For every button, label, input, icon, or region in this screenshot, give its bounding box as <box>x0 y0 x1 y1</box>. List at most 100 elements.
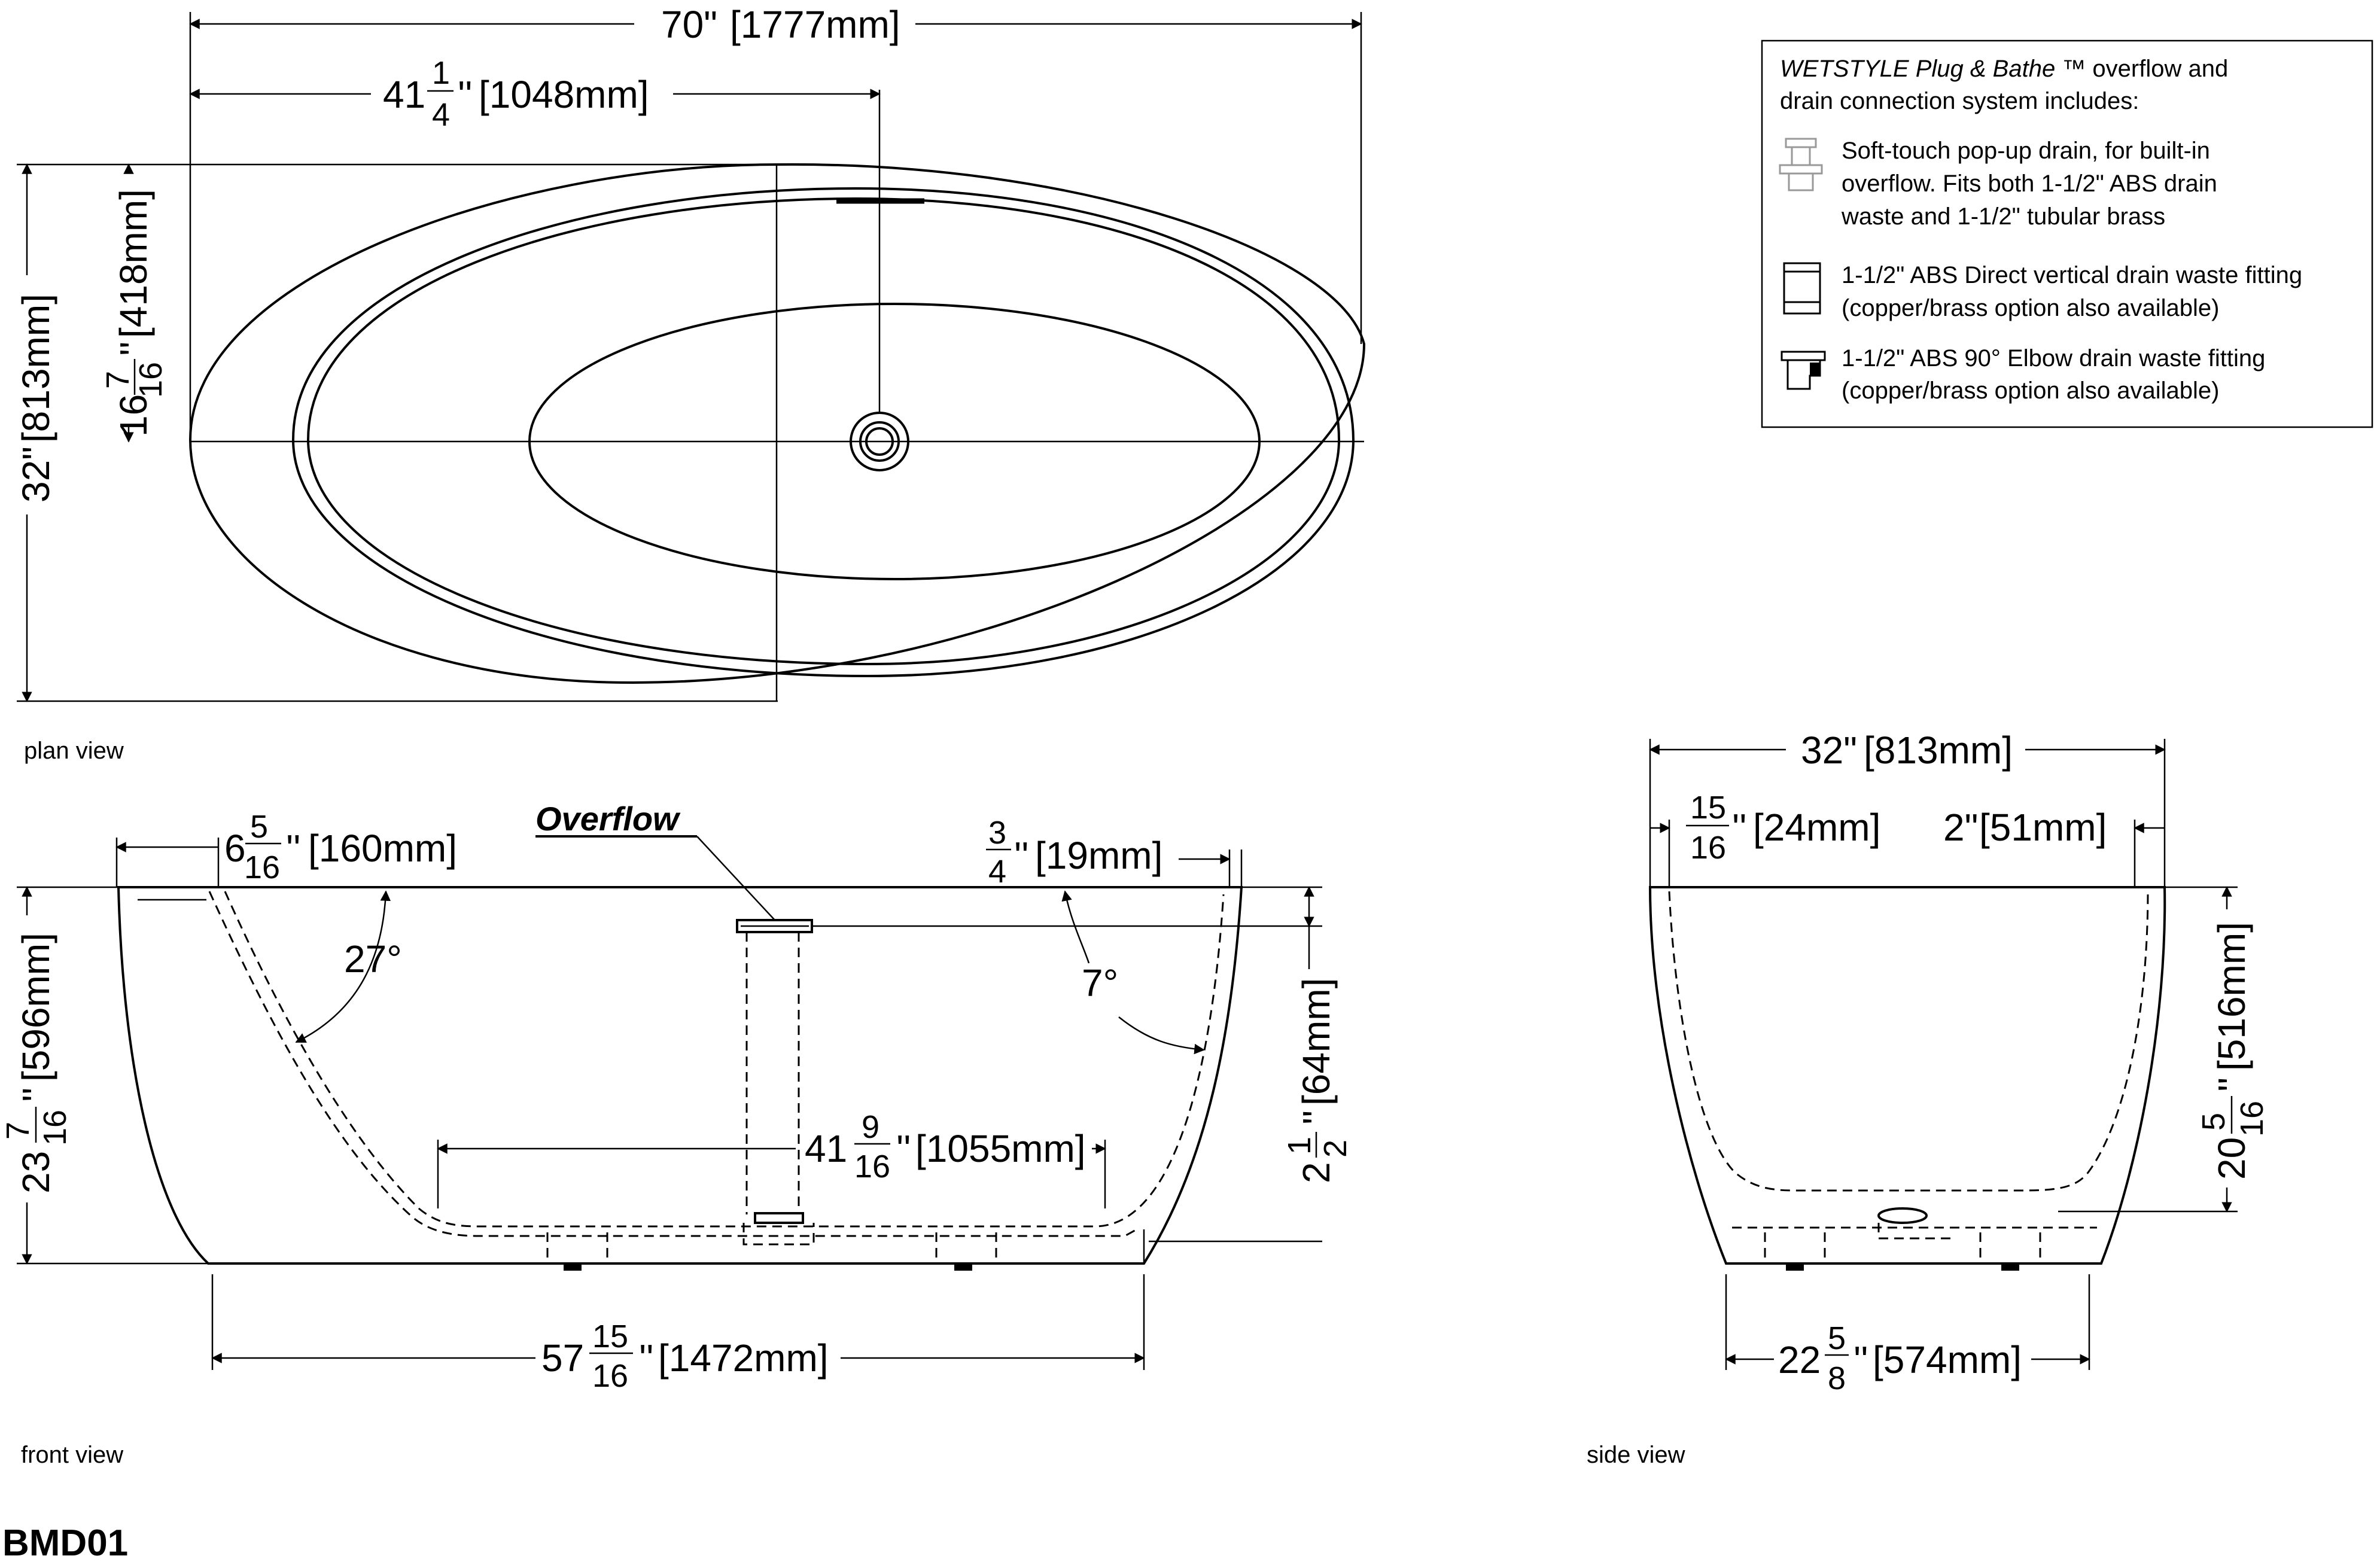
plan-width-mm: [813mm] <box>14 294 57 443</box>
side-foot-right <box>1979 1232 2041 1263</box>
side-wall2-mm: [51mm] <box>1979 806 2107 849</box>
legend-item-1-line-3: waste and 1-1/2" tubular brass <box>1841 203 2165 230</box>
plan-drainx-whole: 41 <box>383 73 425 116</box>
front-backrest-mm: [160mm] <box>308 827 457 870</box>
front-angle-front-arc-a <box>1061 890 1090 964</box>
side-base-mm: [574mm] <box>1873 1338 2022 1381</box>
side-foot-right-pad <box>2001 1263 2019 1271</box>
front-height-inch-mark: '' <box>14 1088 57 1102</box>
front-rim-den: 4 <box>988 854 1006 890</box>
plan-drainy-inch-mark: '' <box>112 342 155 356</box>
front-backrest-num: 5 <box>250 809 268 845</box>
front-angle-front: 7° <box>1082 961 1118 1004</box>
front-backrest-whole: 6 <box>224 827 246 870</box>
legend-intro-italic: WETSTYLE Plug & Bathe <box>1780 56 2055 82</box>
front-base <box>208 1229 1145 1265</box>
plan-outer-rim <box>188 163 1366 684</box>
plan-view: 70" [1777mm] 41 1 4 '' [1048mm] 32" [813… <box>14 3 1366 764</box>
legend-item-3-line-2: (copper/brass option also available) <box>1842 377 2219 404</box>
front-overflow-pipe <box>745 932 800 1214</box>
plan-length-in: 70" <box>661 3 717 46</box>
side-depth-mm: [516mm] <box>2210 922 2253 1071</box>
front-overflow-drop-whole: 2 <box>1295 1162 1338 1183</box>
side-depth-inch-mark: '' <box>2210 1077 2253 1092</box>
side-outer-shell <box>1648 886 2166 1265</box>
side-width-mm: [813mm] <box>1864 729 2013 772</box>
side-drain-body <box>1877 1223 1950 1240</box>
front-height-num: 7 <box>0 1122 36 1140</box>
plan-view-label: plan view <box>24 738 124 764</box>
front-base-whole: 57 <box>541 1336 584 1380</box>
front-backrest-inch-mark: '' <box>286 827 300 870</box>
side-depth-den: 16 <box>2234 1101 2270 1137</box>
front-angle-back: 27° <box>344 937 402 981</box>
legend-intro: WETSTYLE Plug & Bathe ™ overflow and <box>1780 56 2228 82</box>
plan-inner-rim-outer <box>291 187 1355 678</box>
drawing-id: BMD01 <box>2 1523 128 1564</box>
side-wall-inch-mark: '' <box>1732 806 1746 849</box>
front-height-den: 16 <box>37 1110 73 1146</box>
side-width-in: 32" <box>1801 729 1857 772</box>
popup-drain-icon <box>1779 138 1823 191</box>
side-inner-surface <box>1668 891 2149 1192</box>
front-height-mm: [596mm] <box>14 933 57 1082</box>
front-view-label: front view <box>21 1442 123 1468</box>
front-overflow-drop-den: 2 <box>1317 1140 1353 1158</box>
legend-item-2-line-1: 1-1/2" ABS Direct vertical drain waste f… <box>1842 262 2302 288</box>
plan-drainx-num: 1 <box>432 55 450 91</box>
plan-width-in: 32" <box>14 446 57 503</box>
side-wall-den: 16 <box>1690 830 1726 866</box>
plan-drainx-inch-mark: '' <box>458 73 472 116</box>
legend-frame <box>1761 39 2373 428</box>
side-wall-mm: [24mm] <box>1753 806 1880 849</box>
front-foot-left-pad <box>564 1263 582 1271</box>
plan-drainy-mm: [418mm] <box>112 189 155 338</box>
plan-drainy-num: 7 <box>100 371 136 389</box>
front-rim-inch-mark: '' <box>1014 834 1028 877</box>
plan-drainx-den: 4 <box>432 97 450 133</box>
front-foot-right <box>935 1232 997 1263</box>
front-drain-top <box>754 1212 804 1224</box>
front-base-inch-mark: '' <box>639 1336 653 1380</box>
front-height-whole: 23 <box>14 1151 57 1193</box>
front-base-num: 15 <box>592 1319 628 1354</box>
side-drain-icon <box>1877 1207 1928 1224</box>
side-foot-left <box>1764 1232 1826 1263</box>
legend-item-1-line-2: overflow. Fits both 1-1/2" ABS drain <box>1842 170 2217 197</box>
side-depth-whole: 20 <box>2210 1137 2253 1180</box>
front-foot-right-pad <box>954 1263 972 1271</box>
overflow-label: Overflow <box>535 800 681 838</box>
plan-drainy-den: 16 <box>133 362 169 398</box>
front-rim-num: 3 <box>988 815 1006 851</box>
legend-intro-rest: ™ overflow and <box>2055 56 2228 82</box>
front-base-mm: [1472mm] <box>658 1336 829 1380</box>
plan-length-mm: [1777mm] <box>730 3 900 46</box>
legend-item-2-line-2: (copper/brass option also available) <box>1842 295 2219 321</box>
front-rim-mm: [19mm] <box>1035 834 1162 877</box>
overflow-leader <box>696 836 775 921</box>
side-wall-num: 15 <box>1690 790 1726 826</box>
side-view-label: side view <box>1587 1442 1685 1468</box>
front-base-den: 16 <box>592 1358 628 1394</box>
front-angle-front-arc-b <box>1118 1016 1205 1055</box>
front-outer-shell <box>117 886 1243 1265</box>
legend-intro-line2: drain connection system includes: <box>1780 88 2139 114</box>
side-foot-left-pad <box>1786 1263 1804 1271</box>
front-interior-mm: [1055mm] <box>915 1127 1086 1170</box>
vertical-fitting-icon <box>1783 262 1821 315</box>
front-view: Overflow 6 5 16 '' [160mm] 27° 3 4 '' [1… <box>0 800 1353 1468</box>
front-angle-back-arc <box>295 890 391 1043</box>
legend-item-3-line-1: 1-1/2" ABS 90° Elbow drain waste fitting <box>1842 345 2265 372</box>
side-wall2-in: 2" <box>1943 806 1978 849</box>
front-interior-whole: 41 <box>805 1127 847 1170</box>
legend-item-1-line-1: Soft-touch pop-up drain, for built-in <box>1842 138 2210 164</box>
plan-inner-rim-inner <box>306 197 1341 666</box>
side-base-den: 8 <box>1828 1360 1846 1396</box>
front-interior-inch-mark: '' <box>896 1127 911 1170</box>
front-foot-left <box>546 1232 608 1263</box>
front-inner-backrest <box>208 891 1137 1237</box>
side-view: 32" [813mm] 15 16 '' [24mm] 2" [51mm] 20… <box>1587 729 2270 1468</box>
front-overflow-drop-mm: [64mm] <box>1295 978 1338 1106</box>
plan-drainy-whole: 16 <box>112 394 155 437</box>
